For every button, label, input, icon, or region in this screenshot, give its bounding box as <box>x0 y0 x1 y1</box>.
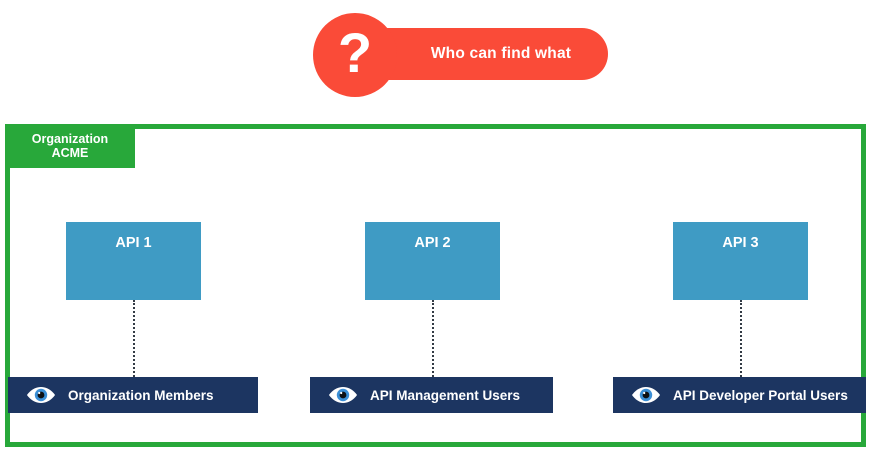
eye-icon <box>632 387 660 403</box>
audience-label-1: Organization Members <box>68 387 214 403</box>
callout-text: Who can find what <box>430 45 572 62</box>
audience-label-3: API Developer Portal Users <box>673 387 848 403</box>
question-mark-icon: ? <box>313 13 397 97</box>
question-mark-glyph: ? <box>337 21 373 84</box>
eye-icon <box>27 387 55 403</box>
connector-line-api-3 <box>740 300 742 377</box>
audience-bar-api-management-users[interactable]: API Management Users <box>310 377 553 413</box>
audience-label-2: API Management Users <box>370 387 521 403</box>
api-box-3[interactable]: API 3 <box>673 222 808 300</box>
connector-line-api-2 <box>432 300 434 377</box>
eye-icon <box>329 387 357 403</box>
api-box-3-label: API 3 <box>722 235 759 251</box>
audience-bar-api-developer-portal-users[interactable]: API Developer Portal Users <box>613 377 866 413</box>
api-box-2-label: API 2 <box>414 235 451 251</box>
api-box-1-label: API 1 <box>115 235 152 251</box>
organization-label-tab: Organization ACME <box>5 124 135 168</box>
audience-bar-organization-members[interactable]: Organization Members <box>8 377 258 413</box>
organization-label-title: Organization <box>31 131 109 146</box>
organization-boundary <box>5 124 866 447</box>
connector-line-api-1 <box>133 300 135 377</box>
organization-label-name: ACME <box>51 146 89 160</box>
api-box-1[interactable]: API 1 <box>66 222 201 300</box>
api-box-2[interactable]: API 2 <box>365 222 500 300</box>
